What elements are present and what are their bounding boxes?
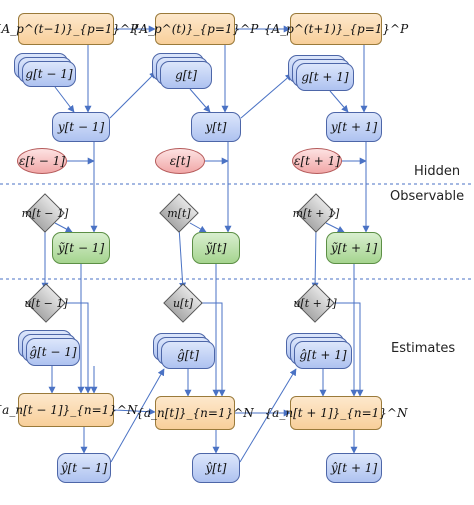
arrow-mask-obs-1 (54, 222, 73, 233)
graph-estimate-node-t-minus-1: ĝ[t − 1] (26, 338, 80, 366)
noise-node-t: ε[t] (155, 148, 205, 174)
arrow-est-ghat-1-2 (110, 368, 165, 463)
arrow-mask-sampling-3 (311, 226, 319, 290)
arrow-state-signal-2-3 (240, 73, 293, 119)
arrow-mask-sampling-2 (178, 226, 187, 290)
estimate-node-t-plus-1: ŷ[t + 1] (326, 453, 382, 483)
sampling-node-t: u[t] (172, 296, 194, 310)
noise-node-t-plus-1: ε[t + 1] (292, 148, 342, 174)
section-label-hidden: Hidden (414, 164, 461, 179)
arrow-coef-1-2 (113, 408, 156, 416)
section-label-estimates: Estimates (391, 341, 456, 356)
sampling-node-t-plus-1: u[t + 1] (293, 296, 337, 310)
topology-node-t-minus-1: {A_p^(t−1)}_{p=1}^P (0, 13, 138, 45)
state-node-t: y[t] (191, 112, 241, 142)
section-label-observable: Observable (390, 189, 465, 204)
observation-node-t-minus-1: ỹ[t − 1] (52, 232, 110, 264)
arrow-sampling-coef-3 (329, 302, 364, 397)
coefficient-node-t-minus-1: {a_n[t − 1]}_{n=1}^N (0, 393, 137, 427)
graph-signal-node-t-minus-1: g[t − 1] (22, 61, 76, 87)
topology-node-t: {A_p^(t)}_{p=1}^P (132, 13, 258, 45)
arrow-sampling-coef-1 (60, 302, 92, 394)
mask-node-t-plus-1: m[t + 1] (292, 206, 340, 220)
arrow-mask-obs-2 (189, 222, 207, 233)
topology-node-t-plus-1: {A_p^(t+1)}_{p=1}^P (264, 13, 408, 45)
state-node-t-plus-1: y[t + 1] (326, 112, 382, 142)
observation-node-t: ỹ[t] (192, 232, 240, 264)
graph-signal-node-t: g[t] (160, 61, 212, 89)
estimate-node-t-minus-1: ŷ[t − 1] (57, 453, 111, 483)
coefficient-node-t: {a_n[t]}_{n=1}^N (136, 396, 254, 430)
graph-signal-node-t-plus-1: g[t + 1] (296, 63, 354, 91)
arrow-state-signal-1-2 (109, 71, 157, 119)
state-node-t-minus-1: y[t − 1] (52, 112, 110, 142)
arrow-signal-state-2 (189, 88, 211, 113)
mask-node-t-minus-1: m[t − 1] (21, 206, 69, 220)
arrows-group (41, 25, 370, 463)
coefficient-node-t-plus-1: {a_n[t + 1]}_{n=1}^N (265, 396, 407, 430)
arrow-est-ghat-2-3 (239, 368, 297, 463)
noise-node-t-minus-1: ε[t − 1] (17, 148, 67, 174)
arrow-signal-state-3 (329, 90, 349, 113)
sampling-node-t-minus-1: u[t − 1] (24, 296, 68, 310)
mask-node-t: m[t] (167, 206, 191, 220)
arrow-signal-state-1 (54, 86, 75, 113)
graph-estimate-node-t-plus-1: ĝ[t + 1] (294, 341, 352, 369)
estimate-node-t: ŷ[t] (192, 453, 240, 483)
arrow-sampling-coef-2 (197, 302, 226, 397)
graph-estimate-node-t: ĝ[t] (161, 341, 215, 369)
observation-node-t-plus-1: ỹ[t + 1] (326, 232, 382, 264)
arrow-mask-obs-3 (325, 222, 345, 233)
